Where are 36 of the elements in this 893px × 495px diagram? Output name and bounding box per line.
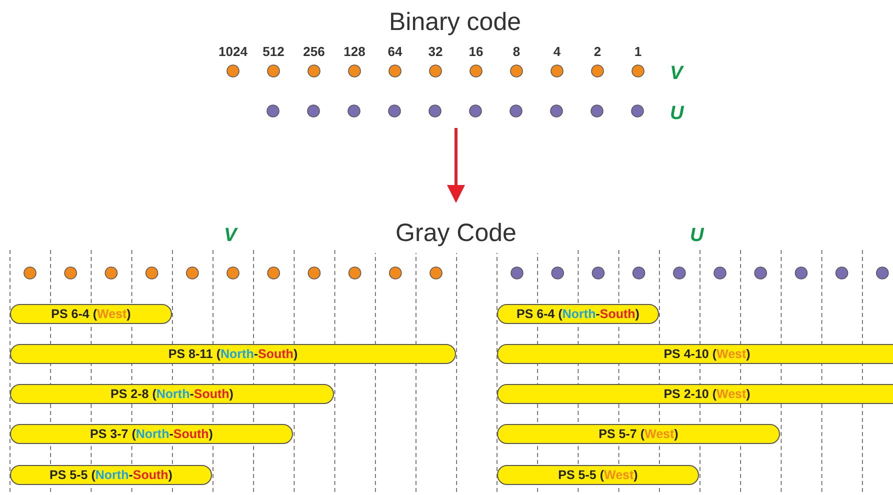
row-label: V [670,62,683,86]
bit-weight: 2 [592,43,602,61]
bit-weight: 4 [552,43,562,61]
range-bar [10,344,456,364]
bit-weight: 1024 [218,43,248,61]
range-bar [10,465,212,485]
range-bar [10,424,293,444]
bar-label: PS 4-10 (West) [664,346,750,363]
bar-label: PS 2-10 (West) [664,386,750,403]
row-label: U [670,102,684,126]
range-bar [497,424,780,444]
bit-weight: 512 [262,43,286,61]
bit-weight: 64 [386,43,404,61]
range-bar [497,384,893,404]
bit-weight: 1 [633,43,643,61]
bar-label: PS 5-5 (North-South) [50,466,172,484]
bit-weight: 16 [468,43,484,61]
bar-label: PS 8-11 (North-South) [168,346,298,363]
column-label: U [690,224,704,248]
bar-label: PS 3-7 (North-South) [90,426,213,443]
bar-label: PS 6-4 (West) [51,306,131,323]
bit-weight: 256 [302,43,326,61]
bit-weight: 128 [342,43,366,61]
bit-weight: 8 [512,43,522,61]
range-bar [10,384,334,404]
range-bar [497,304,659,324]
range-bar [497,465,699,485]
column-label: V [224,224,237,248]
range-bar [497,344,893,364]
bar-label: PS 5-5 (West) [558,466,638,484]
bar-label: PS 5-7 (West) [598,426,678,443]
range-bar [10,304,172,324]
bar-label: PS 2-8 (North-South) [110,386,234,403]
bar-label: PS 6-4 (North-South) [516,306,640,323]
diagram-title: Binary code [388,7,522,38]
bit-weight: 32 [427,43,444,61]
